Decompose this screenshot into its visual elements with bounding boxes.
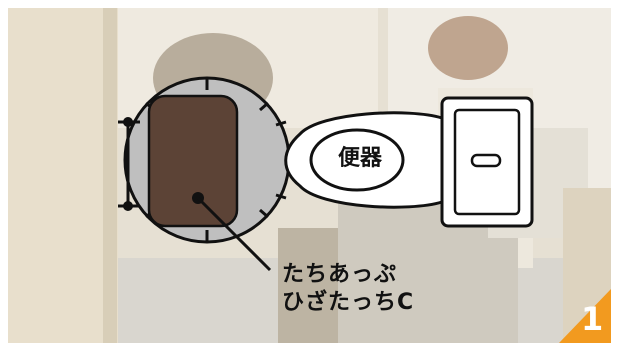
step-badge: 1 — [559, 289, 611, 343]
toilet-tank — [440, 96, 534, 228]
knee-pad — [147, 94, 239, 228]
product-label-line1: たちあっぷ — [282, 262, 398, 287]
leader-line — [196, 196, 272, 272]
step-number: 1 — [581, 300, 604, 338]
flush-lever — [470, 153, 502, 168]
toilet-bowl — [284, 111, 444, 209]
product-label-line2: ひざたっちC — [282, 290, 415, 315]
seat-hinge — [118, 117, 140, 211]
toilet-label: 便器 — [337, 146, 382, 171]
